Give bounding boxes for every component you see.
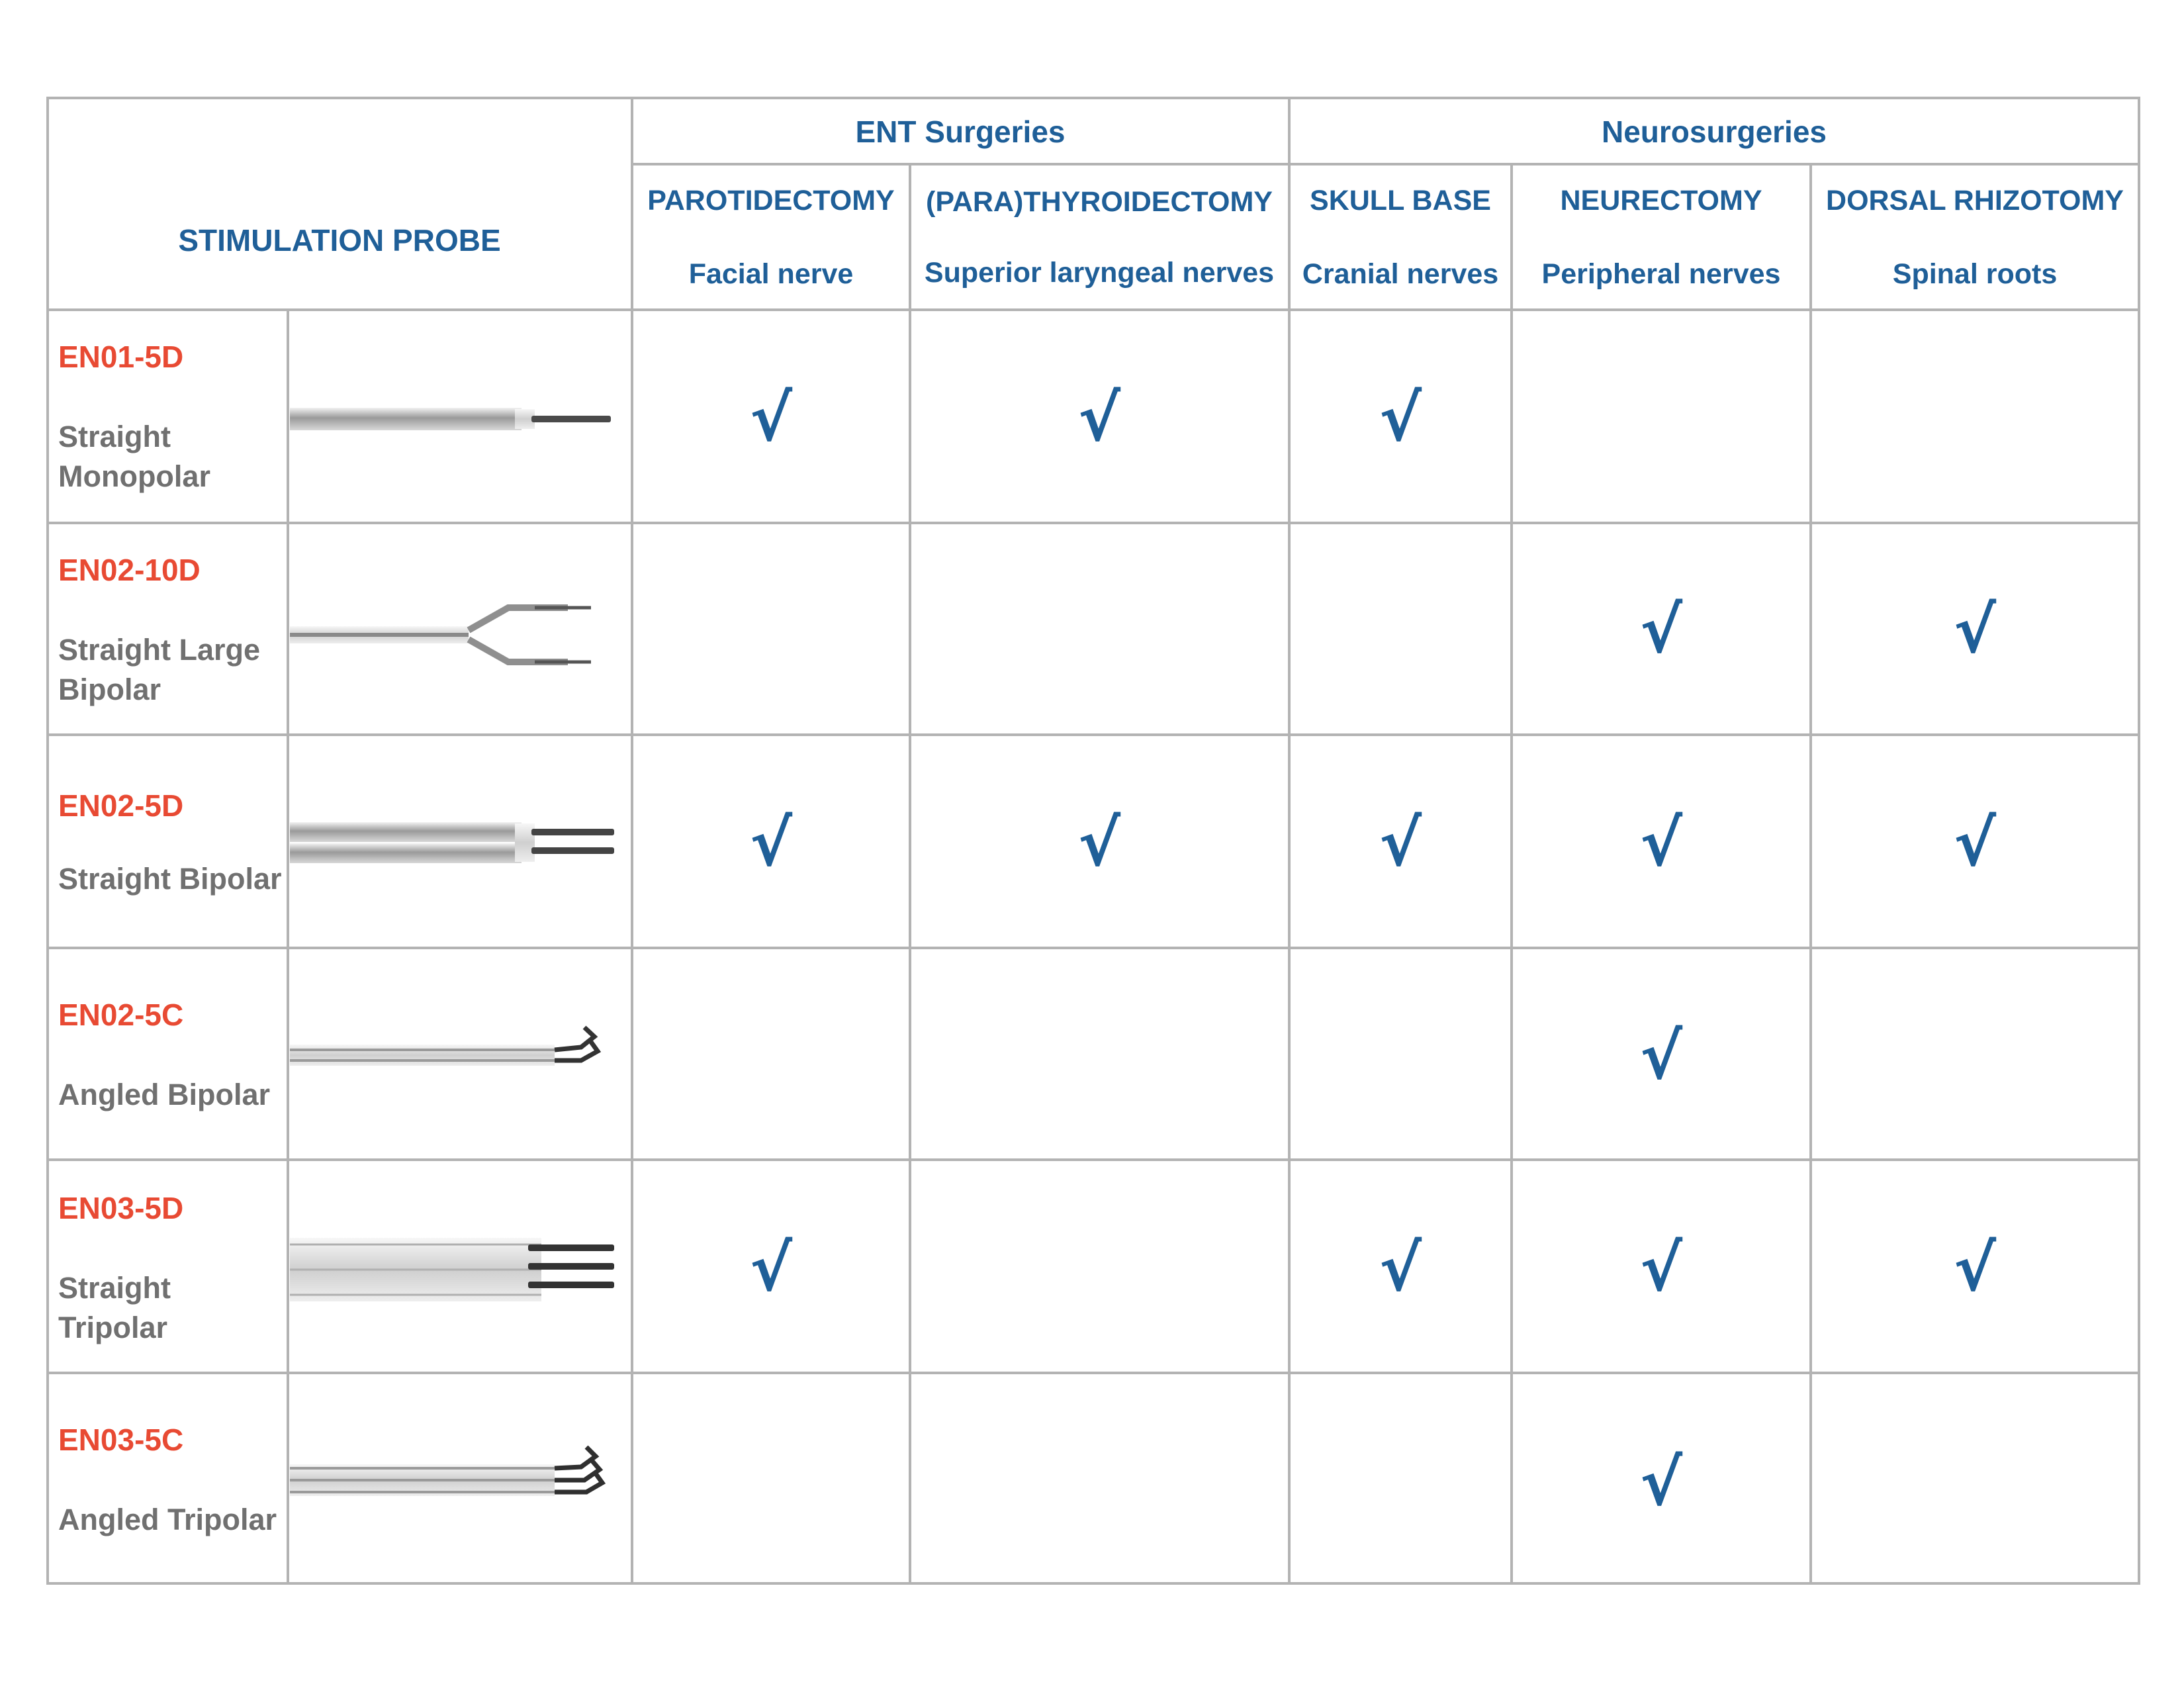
probe-code: EN01-5D — [58, 340, 184, 374]
probe-code: EN02-5D — [58, 788, 184, 823]
column-target-peripheral-nerves: Peripheral nerves — [1541, 258, 1781, 290]
probe-code: EN02-5C — [58, 998, 184, 1032]
straight-monopolar-probe-icon — [290, 408, 611, 430]
check-mark-parotidectomy: √ — [749, 381, 793, 455]
probe-description: Straight Monopolar — [58, 420, 210, 493]
angled-bipolar-probe-icon — [290, 1025, 602, 1066]
column-target-spinal-roots: Spinal roots — [1892, 258, 2058, 290]
table-border — [46, 97, 2140, 1585]
check-mark-parotidectomy: √ — [749, 806, 793, 880]
neurosurgeries-group-header: Neurosurgeries — [1601, 115, 1827, 149]
check-mark-thyroidectomy: √ — [1077, 806, 1121, 880]
probe-description: Straight Large Bipolar — [58, 633, 261, 706]
check-mark-neurectomy: √ — [1639, 1019, 1683, 1094]
column-procedure-thyroidectomy: (PARA)THYROIDECTOMY — [926, 186, 1273, 218]
probe-description: Angled Bipolar — [58, 1078, 271, 1111]
check-mark-dorsal-rhizotomy: √ — [1953, 593, 1997, 667]
check-mark-neurectomy: √ — [1639, 593, 1683, 667]
column-procedure-dorsal-rhizotomy: DORSAL RHIZOTOMY — [1826, 185, 2124, 216]
check-mark-dorsal-rhizotomy: √ — [1953, 1231, 1997, 1305]
check-mark-thyroidectomy: √ — [1077, 381, 1121, 455]
column-procedure-skull-base: SKULL BASE — [1310, 185, 1491, 216]
probe-description: Straight Tripolar — [58, 1271, 171, 1344]
check-mark-neurectomy: √ — [1639, 1446, 1683, 1520]
probe-code: EN03-5C — [58, 1423, 184, 1457]
check-mark-neurectomy: √ — [1639, 806, 1683, 880]
probe-description: Straight Bipolar — [58, 862, 282, 896]
check-mark-parotidectomy: √ — [749, 1231, 793, 1305]
column-procedure-neurectomy: NEURECTOMY — [1560, 185, 1762, 216]
angled-tripolar-probe-icon — [290, 1445, 606, 1496]
check-mark-skull-base: √ — [1379, 806, 1422, 880]
straight-bipolar-probe-icon — [290, 822, 614, 863]
check-mark-dorsal-rhizotomy: √ — [1953, 806, 1997, 880]
column-target-cranial-nerves: Cranial nerves — [1302, 258, 1499, 290]
column-target-facial-nerve: Facial nerve — [688, 258, 854, 290]
probe-code: EN03-5D — [58, 1191, 184, 1225]
stimulation-probe-header: STIMULATION PROBE — [178, 223, 501, 258]
large-bipolar-forked-probe-icon — [290, 604, 591, 665]
check-mark-skull-base: √ — [1379, 1231, 1422, 1305]
column-target-laryngeal-nerves: Superior laryngeal nerves — [924, 257, 1275, 289]
ent-surgeries-group-header: ENT Surgeries — [855, 115, 1066, 149]
straight-tripolar-probe-icon — [290, 1238, 614, 1301]
check-mark-neurectomy: √ — [1639, 1231, 1683, 1305]
probe-code: EN02-10D — [58, 553, 201, 587]
column-procedure-parotidectomy: PAROTIDECTOMY — [647, 185, 895, 216]
probe-description: Angled Tripolar — [58, 1503, 277, 1536]
check-mark-skull-base: √ — [1379, 381, 1422, 455]
